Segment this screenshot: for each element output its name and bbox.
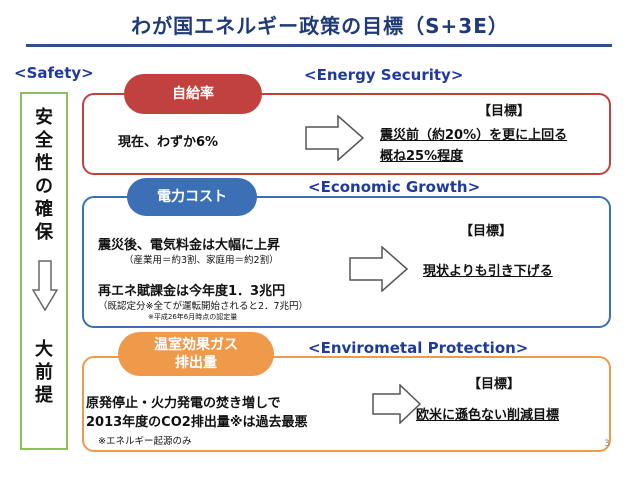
ghg-pill-line2: 排出量 — [175, 355, 217, 371]
energy-target-line2: 概ね25%程度 — [380, 149, 464, 164]
economic-growth-tag: <Economic Growth> — [308, 178, 481, 196]
power-cost-pill: 電力コスト — [127, 178, 257, 216]
ghg-emissions-pill: 温室効果ガス 排出量 — [118, 332, 274, 376]
page-title: わが国エネルギー政策の目標（S+3E） — [131, 14, 509, 38]
environment-target-text: 欧米に遜色ない削減目標 — [416, 408, 560, 423]
economic-line2-note: （既認定分※全てが運転開始されると2．7兆円） — [98, 301, 309, 312]
down-arrow-icon — [32, 260, 58, 312]
economic-target-label: 【目標】 — [460, 224, 513, 239]
right-arrow-icon — [305, 115, 365, 161]
right-arrow-icon — [372, 384, 422, 424]
economic-line1-note: （産業用＝約3割、家庭用＝約2割） — [124, 255, 279, 266]
right-arrow-icon — [349, 246, 409, 292]
environment-footnote: ※エネルギー起源のみ — [98, 436, 192, 447]
energy-target-label: 【目標】 — [478, 104, 531, 119]
title-divider — [26, 44, 612, 47]
safety-tag: <Safety> — [14, 64, 94, 82]
economic-line2-footnote: ※平成26年6月時点の認定量 — [148, 313, 238, 321]
safety-column-bottom-text: 大前提 — [35, 339, 53, 406]
safety-column-top-text: 安全性の確保 — [35, 107, 53, 243]
energy-security-tag: <Energy Security> — [304, 66, 464, 84]
environment-target-label: 【目標】 — [468, 377, 521, 392]
energy-security-panel: 現在、わずか6% 【目標】 震災前（約20%）を更に上回る 概ね25%程度 — [82, 93, 611, 175]
economic-line1: 震災後、電気料金は大幅に上昇 — [98, 238, 281, 253]
economic-target-text: 現状よりも引き下げる — [423, 264, 553, 279]
safety-column: 安全性の確保 大前提 — [20, 92, 68, 450]
economic-growth-panel: 震災後、電気料金は大幅に上昇 （産業用＝約3割、家庭用＝約2割） 再エネ賦課金は… — [82, 196, 611, 328]
self-sufficiency-pill: 自給率 — [124, 74, 262, 114]
energy-target-line1: 震災前（約20%）を更に上回る — [380, 128, 568, 143]
environment-tag: <Envirometal Protection> — [308, 339, 529, 357]
ghg-pill-line1: 温室効果ガス — [154, 337, 238, 353]
environment-line2: 2013年度のCO2排出量※は過去最悪 — [86, 415, 308, 430]
page-number: 3 — [604, 439, 610, 449]
environment-line1: 原発停止・火力発電の焚き増しで — [86, 396, 281, 411]
economic-line2: 再エネ賦課金は今年度1．3兆円 — [98, 284, 286, 299]
energy-current-text: 現在、わずか6% — [118, 135, 219, 150]
